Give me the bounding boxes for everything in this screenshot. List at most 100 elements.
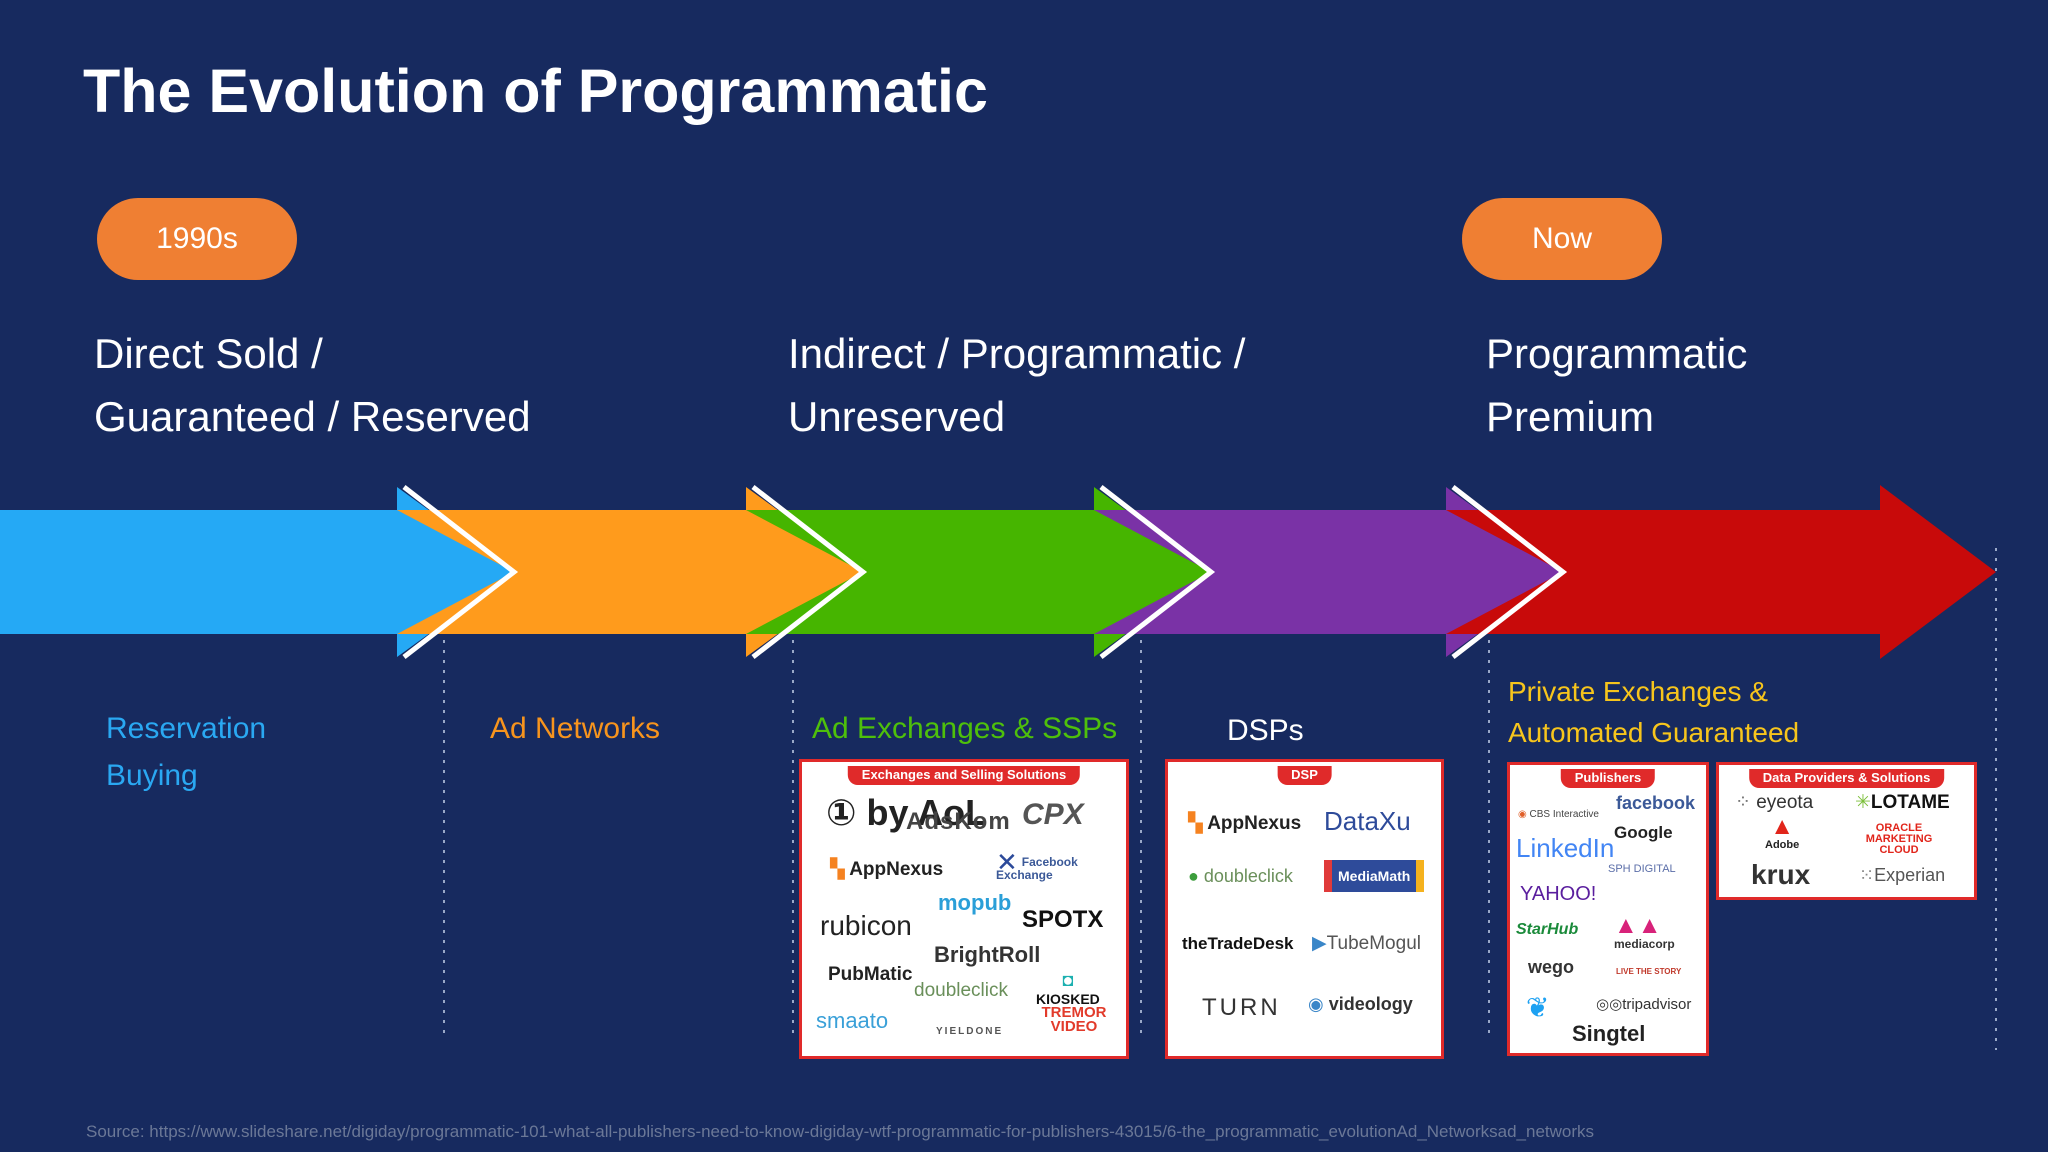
era-line: Direct Sold / [94, 330, 323, 377]
stage-line: DSPs [1227, 714, 1304, 747]
slide-title: The Evolution of Programmatic [83, 57, 988, 125]
logo-facebook-exchange: ✕Facebook Exchange [996, 849, 1096, 882]
arrow-separator [1451, 485, 1568, 659]
doubleclick-mark-icon: ● [1188, 866, 1204, 886]
logo-yahoo: YAHOO! [1520, 883, 1597, 905]
appnexus-mark-icon: ▚ [1188, 813, 1208, 834]
logo-experian: ⁙Experian [1859, 865, 1945, 886]
timeline-end-badge: Now [1462, 198, 1662, 280]
panel-header: DSP [1277, 766, 1332, 785]
logo-text: AppNexus [1207, 813, 1302, 834]
logo-oracle-marketing-cloud: ORACLE MARKETING CLOUD [1865, 822, 1933, 856]
stage-line: Ad Networks [490, 712, 661, 745]
logo-eyeota: ⁘ eyeota [1735, 791, 1813, 814]
logo-text: AppNexus [849, 859, 944, 880]
stage-ad-exchanges-ssps: Ad Exchanges & SSPs [812, 705, 1117, 752]
arrow-segment-reservation [0, 487, 514, 657]
logo-text: mediacorp [1614, 937, 1675, 951]
mediacorp-m-icon: ▲▲ [1614, 912, 1662, 939]
twitter-bird-icon: ❦ [1526, 992, 1550, 1023]
logo-sph-digital: SPH DIGITAL [1608, 863, 1676, 875]
arrow-segment-private-exchanges [1446, 485, 1996, 659]
logo-krux: krux [1751, 859, 1811, 890]
panel-header: Publishers [1560, 769, 1656, 788]
logo-thetradedesk: theTradeDesk [1182, 934, 1294, 953]
dsp-logo-panel: DSP ▚ AppNexus DataXu ● doubleclick Medi… [1165, 759, 1444, 1059]
logo-doubleclick: ● doubleclick [1188, 866, 1293, 887]
logo-tremor-video: TREMOR VIDEO [1041, 1004, 1107, 1035]
logo-brightroll: BrightRoll [934, 942, 1041, 967]
logo-linkedin: Google [1614, 823, 1673, 842]
logo-adobe: ▲Adobe [1765, 813, 1800, 852]
arrow-segment-dsps [1094, 487, 1563, 657]
logo-mediacorp-channels: LIVE THE STORY [1616, 967, 1682, 976]
appnexus-mark-icon: ▚ [830, 859, 850, 880]
logo-google: LinkedIn [1516, 833, 1615, 863]
tripadvisor-owl-icon: ◎◎ [1596, 996, 1623, 1013]
logo-mediacorp: ▲▲mediacorp [1614, 912, 1675, 952]
logo-doubleclick: doubleclick [914, 980, 1008, 1001]
era-line: Premium [1486, 393, 1655, 440]
logo-mopub: mopub [938, 890, 1012, 915]
source-citation: Source: https://www.slideshare.net/digid… [86, 1122, 1595, 1141]
stage-dividers [443, 548, 1997, 1050]
logo-starhub: StarHub [1516, 921, 1579, 938]
adobe-a-icon: ▲ [1770, 813, 1794, 840]
logo-facebook: facebook [1616, 793, 1696, 813]
logo-tripadvisor: ◎◎tripadvisor [1596, 995, 1691, 1013]
logo-appnexus: ▚ AppNexus [1188, 812, 1301, 835]
logo-adskom: AdsKom [906, 808, 1011, 835]
logo-lotame: ✳LOTAME [1855, 791, 1950, 814]
arrow-segment-ad-networks [397, 487, 863, 657]
logo-tubemogul: ▶TubeMogul [1312, 932, 1421, 955]
logo-dataxu: DataXu [1324, 806, 1411, 836]
stage-line: Buying [106, 759, 198, 792]
era-programmatic-premium: Programmatic Premium [1486, 322, 1747, 448]
eyeota-mark-icon: ⁘ [1735, 792, 1757, 813]
videology-swirl-icon: ◉ [1308, 994, 1329, 1014]
era-indirect-programmatic: Indirect / Programmatic / Unreserved [788, 322, 1245, 448]
logo-text: doubleclick [1203, 866, 1293, 886]
logo-rubicon: rubicon [820, 910, 912, 941]
cbs-eye-icon: ◉ [1518, 809, 1530, 820]
panel-header: Data Providers & Solutions [1748, 769, 1945, 788]
logo-text: Experian [1874, 865, 1946, 885]
arrow-separators [402, 485, 1568, 659]
logo-wego: wego [1528, 957, 1575, 977]
logo-videology: ◉ videology [1308, 994, 1413, 1015]
logo-cbs-interactive: ◉ CBS Interactive [1518, 809, 1599, 820]
era-line: Unreserved [788, 393, 1006, 440]
era-direct-sold: Direct Sold / Guaranteed / Reserved [94, 322, 531, 448]
era-line: Indirect / Programmatic / [788, 330, 1246, 377]
stage-line: Ad Exchanges & SSPs [812, 712, 1118, 745]
logo-cpx: CPX [1022, 798, 1084, 831]
stage-ad-networks: Ad Networks [490, 705, 660, 752]
logo-spotx: SPOTX [1022, 906, 1104, 933]
publishers-logo-panel: Publishers ◉ CBS Interactive facebook Li… [1507, 762, 1709, 1056]
logo-text: LOTAME [1870, 792, 1950, 813]
logo-kiosked: ◘KIOSKED [1036, 970, 1100, 1007]
logo-text: CBS Interactive [1529, 809, 1599, 820]
panel-header: Exchanges and Selling Solutions [847, 766, 1081, 785]
arrow-separator [751, 485, 868, 659]
logo-text: Adobe [1765, 839, 1800, 851]
logo-text: videology [1328, 994, 1413, 1014]
timeline-start-badge: 1990s [97, 198, 297, 280]
logo-turn: TURN [1202, 994, 1281, 1021]
lotame-mark-icon: ✳ [1855, 792, 1871, 813]
stage-line: Reservation [106, 712, 267, 745]
logo-appnexus: ▚ AppNexus [830, 858, 943, 881]
stage-reservation-buying: Reservation Buying [106, 705, 266, 799]
logo-pubmatic: PubMatic [828, 964, 913, 985]
arrow-separator [402, 485, 519, 659]
data-providers-logo-panel: Data Providers & Solutions ⁘ eyeota ✳LOT… [1716, 762, 1977, 900]
logo-yieldone: YIELDONE [936, 1026, 1004, 1037]
logo-text: Facebook Exchange [996, 855, 1078, 882]
stage-line: Automated Guaranteed [1508, 717, 1800, 748]
logo-text: tripadvisor [1622, 996, 1692, 1013]
logo-aol: ① by AoL [826, 792, 988, 833]
exchanges-logo-panel: Exchanges and Selling Solutions ① by AoL… [799, 759, 1129, 1059]
stage-dsps: DSPs [1227, 707, 1304, 754]
logo-text: KIOSKED [1036, 991, 1100, 1007]
